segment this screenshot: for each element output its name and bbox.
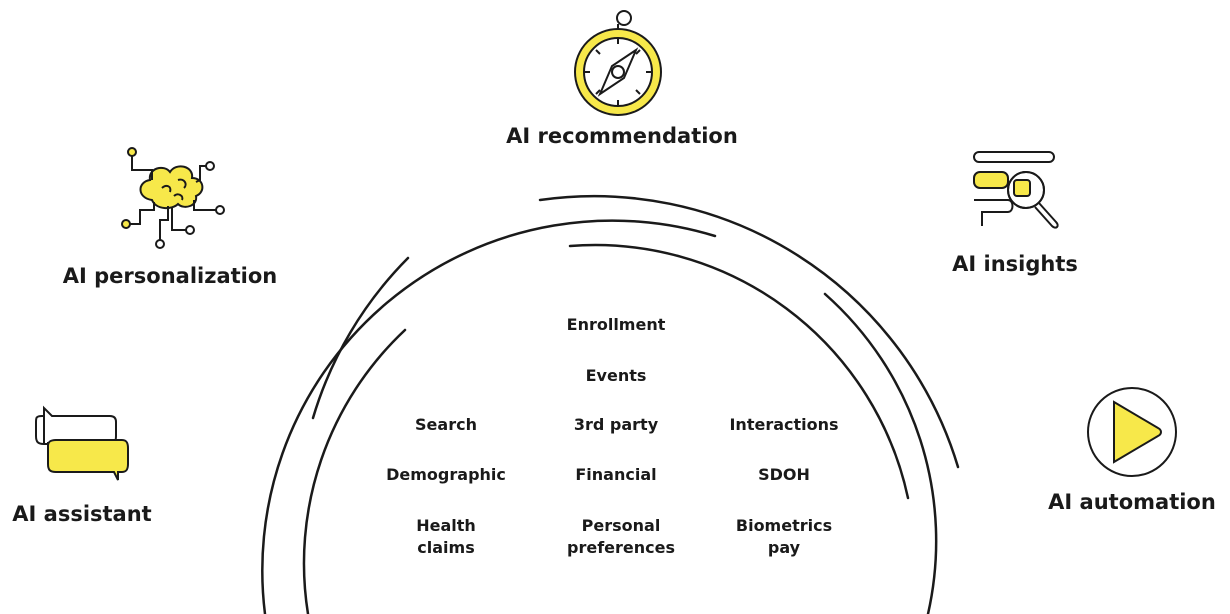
data-source-enrollment: Enrollment <box>566 315 666 334</box>
arc-outer-top <box>538 194 960 469</box>
label-ai-assistant: AI assistant <box>12 502 152 526</box>
brain-circuit-icon <box>121 147 225 249</box>
compass-icon <box>574 10 662 116</box>
data-source-biometrics-pay: Biometrics pay <box>735 516 833 557</box>
label-ai-recommendation: AI recommendation <box>506 124 738 148</box>
data-source-sdoh: SDOH <box>758 465 810 484</box>
arc-inner-left <box>302 328 407 614</box>
data-source-personal-preferences: Personal preferences <box>567 516 675 557</box>
data-source-financial: Financial <box>575 465 657 484</box>
data-source-health-claims: Health claims <box>416 516 476 557</box>
label-ai-automation: AI automation <box>1048 490 1216 514</box>
arc-inner-main <box>568 243 910 500</box>
chat-bubbles-icon <box>35 405 129 481</box>
data-source-demographic: Demographic <box>386 465 506 484</box>
data-source-events: Events <box>585 366 647 385</box>
magnifier-document-icon <box>973 151 1059 229</box>
label-ai-personalization: AI personalization <box>62 264 278 288</box>
data-source-search: Search <box>415 415 477 434</box>
arc-right-segment <box>823 292 938 614</box>
data-source-interactions: Interactions <box>729 415 839 434</box>
data-source-third-party: 3rd party <box>573 415 659 434</box>
arc-outer-main <box>261 219 717 614</box>
play-button-icon <box>1087 387 1177 477</box>
arc-left-segment <box>311 256 410 420</box>
label-ai-insights: AI insights <box>952 252 1078 276</box>
